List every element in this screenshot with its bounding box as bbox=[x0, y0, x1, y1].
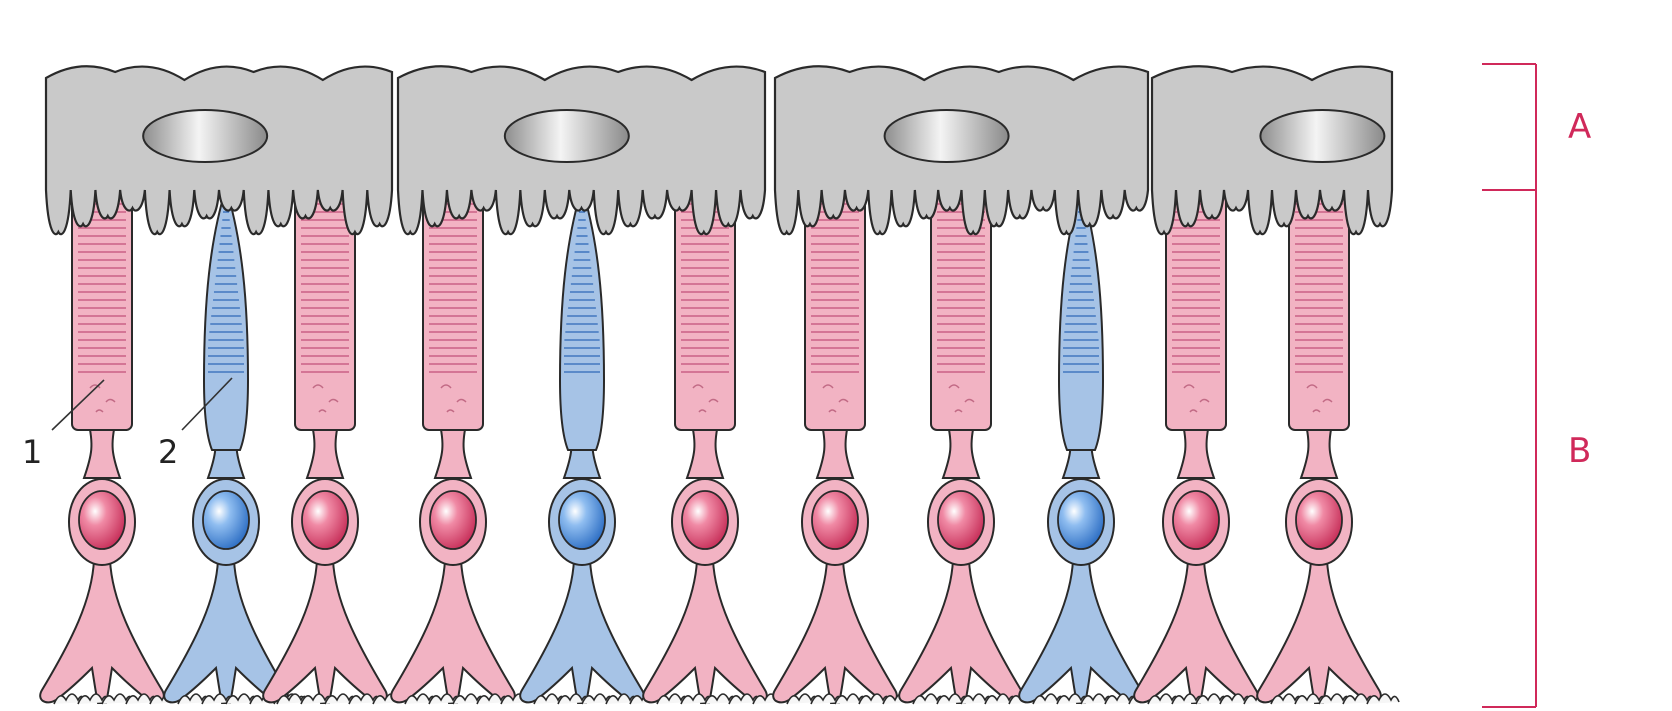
synaptic-terminal bbox=[773, 560, 897, 703]
epithelium-nucleus bbox=[143, 110, 267, 162]
cell-nucleus bbox=[302, 491, 348, 549]
cone-cell bbox=[1019, 188, 1161, 704]
cell-nucleus bbox=[1173, 491, 1219, 549]
cone-outer-segment bbox=[560, 188, 604, 450]
synaptic-terminal bbox=[391, 560, 515, 703]
rod-cell bbox=[1134, 180, 1276, 704]
rod-cell bbox=[1257, 180, 1399, 704]
callout-label-2: 2 bbox=[158, 436, 178, 468]
rod-outer-segment bbox=[1289, 180, 1349, 430]
rod-cell bbox=[773, 180, 915, 704]
section-label-a: A bbox=[1568, 110, 1591, 144]
epithelium-nucleus bbox=[505, 110, 629, 162]
cell-nucleus bbox=[79, 491, 125, 549]
cell-nucleus bbox=[1296, 491, 1342, 549]
synaptic-terminal bbox=[1019, 560, 1143, 703]
epithelium-nucleus bbox=[1260, 110, 1384, 162]
synaptic-terminal bbox=[899, 560, 1023, 703]
rod-cell bbox=[263, 180, 405, 704]
rod-cell bbox=[643, 180, 785, 704]
rod-cell bbox=[899, 180, 1041, 704]
pigment-epithelium bbox=[46, 66, 1392, 234]
cone-outer-segment bbox=[204, 188, 248, 450]
epithelium-nucleus bbox=[885, 110, 1009, 162]
cell-nucleus bbox=[203, 491, 249, 549]
synaptic-terminal bbox=[40, 560, 164, 703]
section-label-b: B bbox=[1568, 434, 1591, 468]
synaptic-terminal bbox=[1257, 560, 1381, 703]
cone-cell bbox=[520, 188, 662, 704]
cell-nucleus bbox=[812, 491, 858, 549]
synaptic-terminal bbox=[520, 560, 644, 703]
callout-label-1: 1 bbox=[22, 436, 42, 468]
cell-nucleus bbox=[559, 491, 605, 549]
cell-nucleus bbox=[430, 491, 476, 549]
synaptic-terminal bbox=[643, 560, 767, 703]
rod-cell bbox=[391, 180, 533, 704]
cell-nucleus bbox=[682, 491, 728, 549]
cone-cell bbox=[164, 188, 306, 704]
cell-nucleus bbox=[938, 491, 984, 549]
cell-nucleus bbox=[1058, 491, 1104, 549]
synaptic-terminal bbox=[1134, 560, 1258, 703]
synaptic-terminal bbox=[263, 560, 387, 703]
photoreceptor-layer bbox=[40, 180, 1399, 704]
